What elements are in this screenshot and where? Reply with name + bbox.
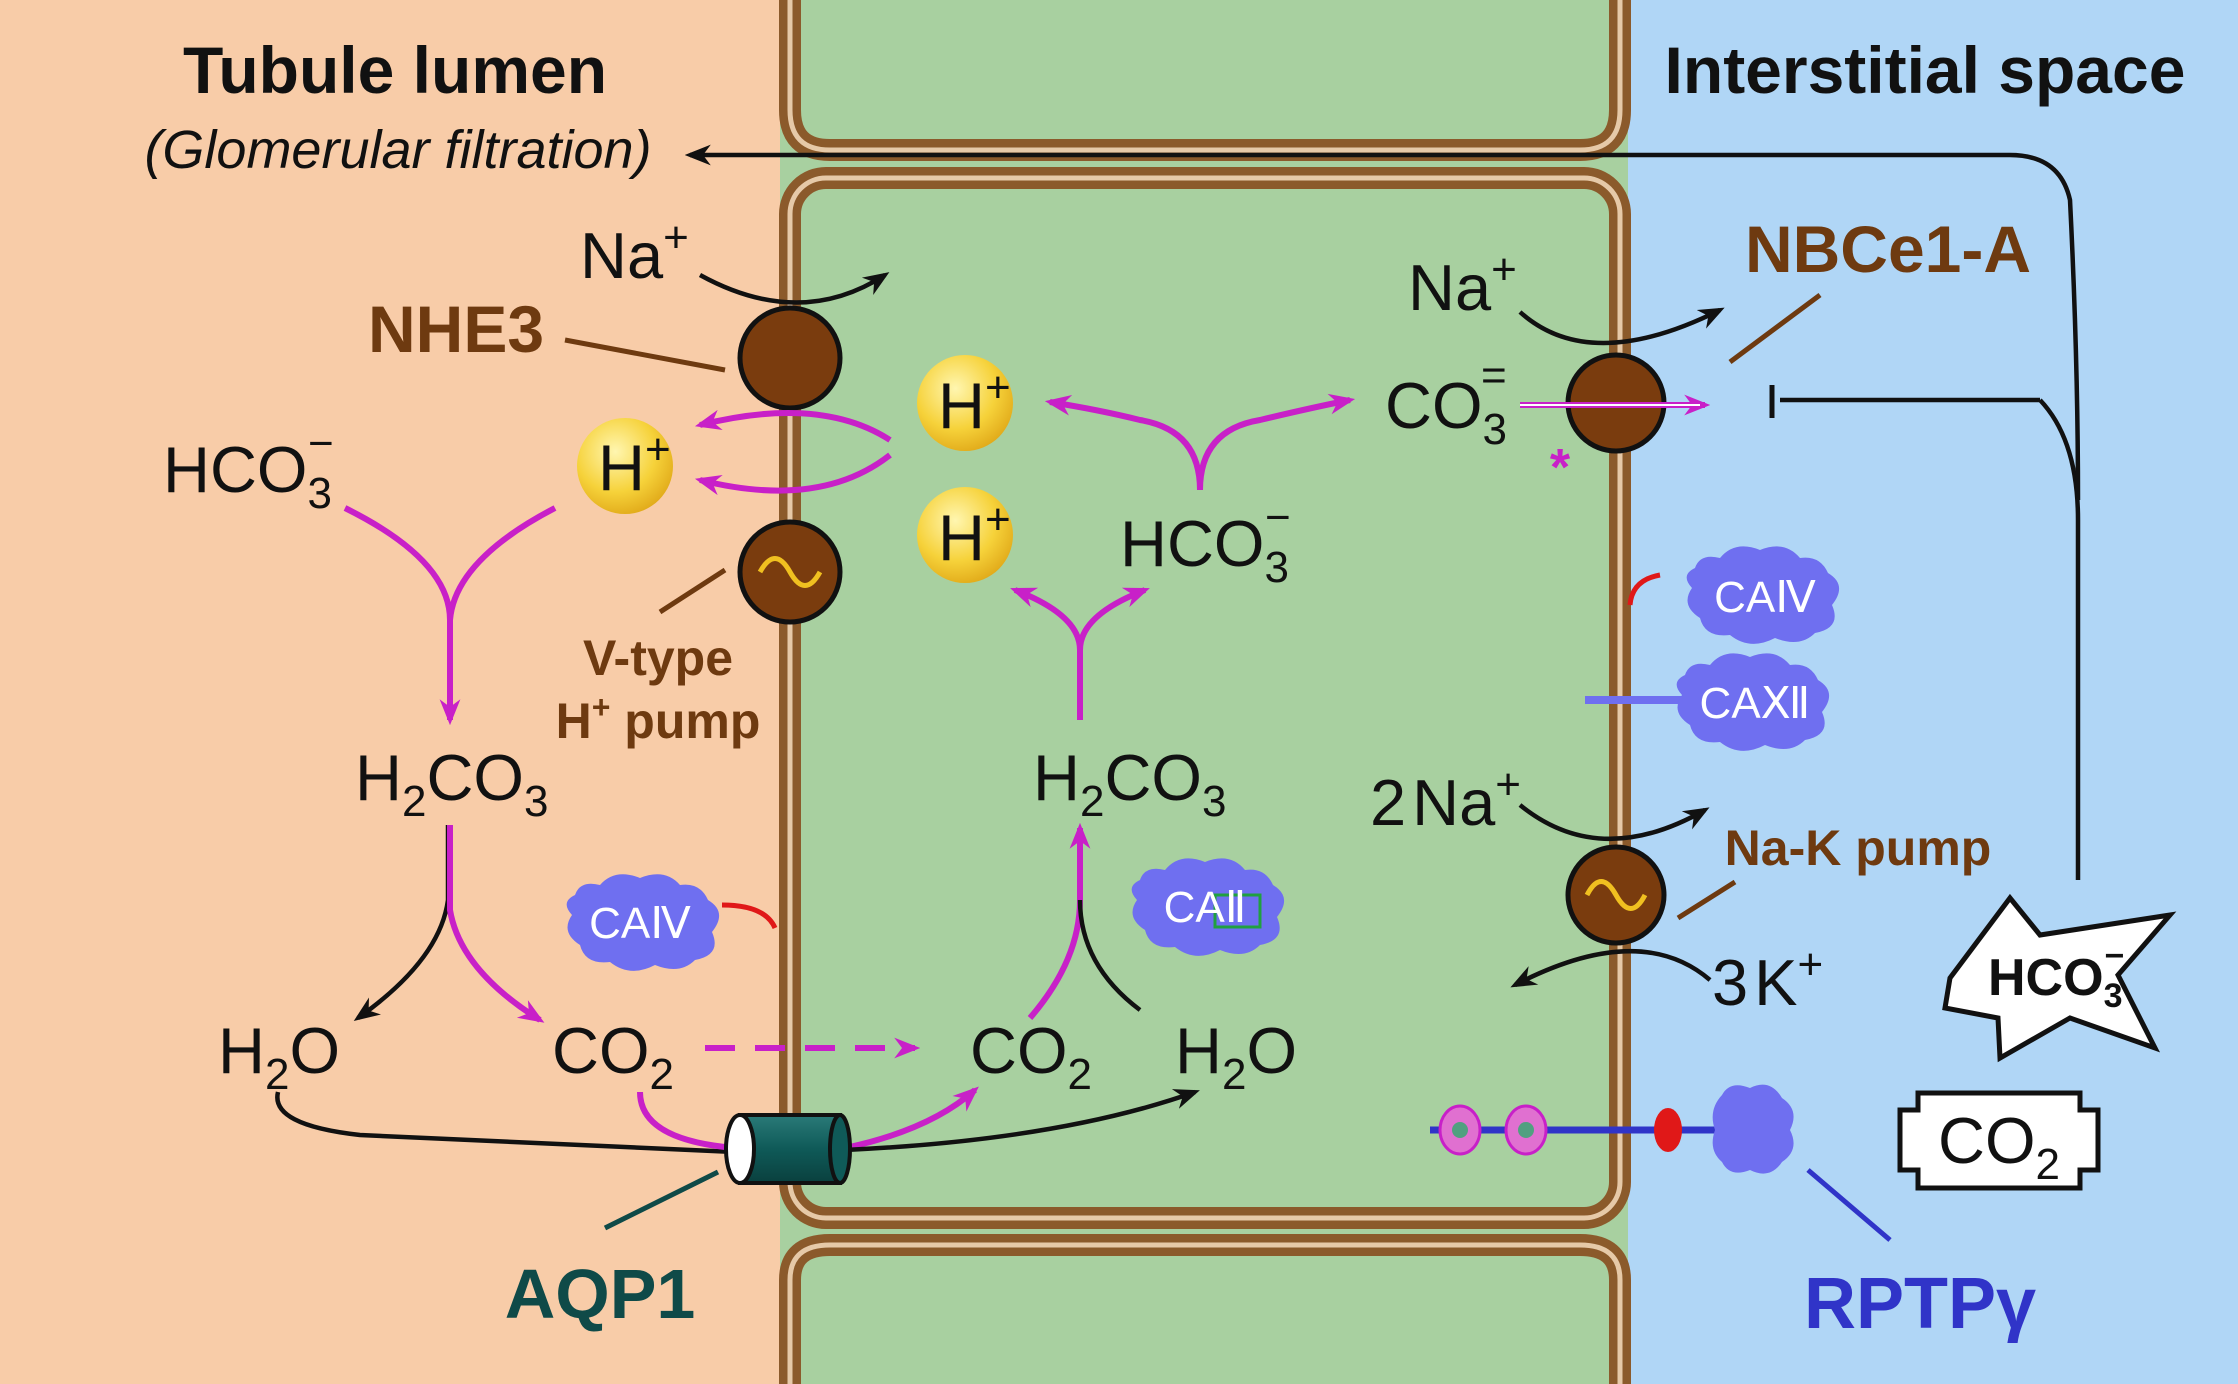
hco3-interstitial-star: HCO3− <box>1942 893 2177 1063</box>
three-k-ion: 3K+ <box>1712 940 1823 1019</box>
rptp-gamma-label: RPTPγ <box>1804 1264 2036 1344</box>
aqp1-channel <box>724 1113 852 1185</box>
proton-cell-bottom-label: H+ <box>938 495 1011 574</box>
cell-membranes <box>779 0 1631 1384</box>
hco3-interstitial-label: HCO3− <box>1988 937 2124 1015</box>
proton-cell-bottom <box>917 487 1013 583</box>
proton-lumen-label: H+ <box>598 425 671 504</box>
co2-interstitial-box: CO2 <box>1897 1090 2101 1191</box>
na-k-pump-label: Na-K pump <box>1725 820 1992 876</box>
interstitial-space-title: Interstitial space <box>1665 33 2186 107</box>
rptp-gamma-receptor <box>1430 1084 1794 1174</box>
proton-lumen <box>577 418 673 514</box>
ca-iv-lumen-enzyme: CAⅣ <box>566 874 778 971</box>
two-na-ion: 2Na+ <box>1370 760 1521 839</box>
glomerular-filtration-subtitle: (Glomerular filtration) <box>144 120 651 180</box>
ca-xii-label: CAⅫ <box>1700 679 1811 728</box>
ca-iv-baso-label: CAⅣ <box>1714 573 1816 622</box>
rptp-red-domain <box>1654 1108 1682 1152</box>
ca-iv-basolateral-enzyme: CAⅣ <box>1627 546 1840 644</box>
proton-cell-top <box>917 355 1013 451</box>
ca-iv-lumen-label: CAⅣ <box>589 899 691 948</box>
feedback-arrows <box>684 144 2081 880</box>
na-k-pump-wave-icon <box>1584 879 1648 911</box>
co2-interstitial-label: CO2 <box>1938 1104 2060 1189</box>
h2co3-cell: H2CO3 <box>1033 741 1226 826</box>
proton-cell-top-label: H+ <box>938 363 1011 442</box>
lumen-region <box>0 0 800 1384</box>
co2-lumen: CO2 <box>552 1014 674 1099</box>
nhe3-label: NHE3 <box>368 292 544 366</box>
v-type-label: V-type <box>583 630 733 686</box>
ca-xii-enzyme: CAⅫ <box>1585 653 1830 751</box>
co3-cell: CO3= <box>1385 351 1507 454</box>
nbce1a-label: NBCe1-A <box>1745 212 2031 286</box>
h-pump-label: H+ pump <box>556 689 761 749</box>
ca-ii-label: CAⅡ <box>1164 883 1247 932</box>
ca-ii-enzyme: CAⅡ <box>1131 858 1285 956</box>
na-ion-lumen: Na+ <box>580 213 689 292</box>
tubule-lumen-title: Tubule lumen <box>183 33 607 107</box>
h2co3-lumen: H2CO3 <box>355 741 548 826</box>
pump-wave-icon <box>757 556 823 588</box>
hco3-lumen: HCO3− <box>163 419 334 518</box>
co2-cell: CO2 <box>970 1014 1092 1099</box>
h2o-cell: H2O <box>1175 1014 1297 1099</box>
na-ion-cell: Na+ <box>1408 245 1517 324</box>
hco3-cell: HCO3− <box>1120 493 1291 592</box>
nhe3-transporter <box>737 305 843 411</box>
aqp1-label: AQP1 <box>505 1255 696 1333</box>
asterisk-mark: * <box>1550 439 1571 497</box>
h2o-lumen: H2O <box>218 1014 340 1099</box>
